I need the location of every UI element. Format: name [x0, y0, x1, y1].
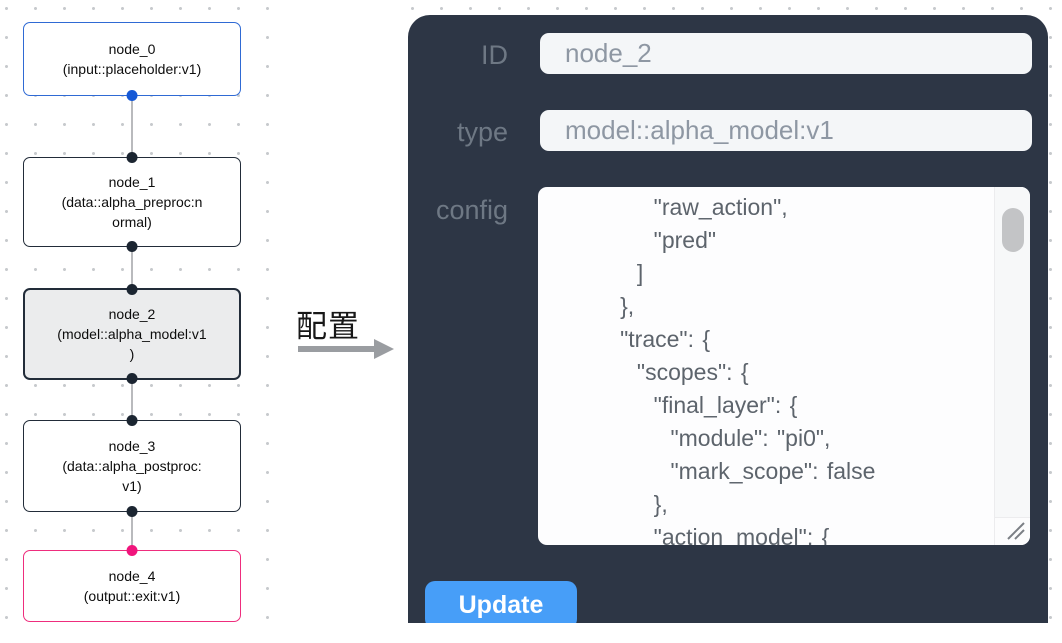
- scrollbar-track[interactable]: [994, 187, 1030, 517]
- annotation-background: [278, 0, 398, 643]
- target-handle[interactable]: [126, 284, 138, 295]
- source-handle[interactable]: [126, 373, 138, 384]
- node-label: node_3 (data::alpha_postproc: v1): [62, 438, 202, 494]
- node-label: node_1 (data::alpha_preproc:n ormal): [61, 174, 203, 230]
- node-label: node_2 (model::alpha_model:v1 ): [57, 306, 207, 362]
- node-label: node_4 (output::exit:v1): [83, 568, 181, 604]
- config-textarea[interactable]: "raw_action", "pred" ] }, "trace": { "sc…: [538, 187, 1030, 545]
- edge-node2-node3: [130, 380, 133, 421]
- update-button[interactable]: Update: [425, 581, 577, 623]
- scrollbar-thumb[interactable]: [1002, 208, 1024, 252]
- flow-node-node_0[interactable]: node_0 (input::placeholder:v1): [23, 22, 241, 101]
- source-handle[interactable]: [126, 90, 138, 101]
- config-panel: ID node_2 type model::alpha_model:v1 con…: [408, 15, 1048, 623]
- arrow-right-icon: [298, 339, 394, 359]
- node-label: node_0 (input::placeholder:v1): [62, 41, 202, 77]
- edge-node1-node2: [130, 247, 133, 289]
- config-json-text: "raw_action", "pred" ] }, "trace": { "sc…: [620, 194, 876, 545]
- target-handle[interactable]: [126, 415, 138, 426]
- flow-node-node_1[interactable]: node_1 (data::alpha_preproc:n ormal): [23, 152, 241, 252]
- type-input[interactable]: model::alpha_model:v1: [540, 110, 1032, 151]
- edge-node0-node1: [130, 96, 133, 158]
- source-handle[interactable]: [126, 506, 138, 517]
- type-label: type: [456, 117, 508, 147]
- annotation-text: 配置: [296, 309, 360, 344]
- id-input[interactable]: node_2: [540, 33, 1032, 74]
- target-handle[interactable]: [126, 152, 138, 163]
- flow-node-node_2[interactable]: node_2 (model::alpha_model:v1 ): [23, 284, 241, 384]
- flow-node-node_4[interactable]: node_4 (output::exit:v1): [23, 545, 241, 622]
- flow-node-node_3[interactable]: node_3 (data::alpha_postproc: v1): [23, 415, 241, 517]
- edge-node3-node4: [130, 512, 133, 551]
- source-handle[interactable]: [126, 241, 138, 252]
- id-label: ID: [481, 40, 508, 70]
- config-label: config: [435, 195, 508, 225]
- resize-handle[interactable]: [994, 517, 1030, 545]
- target-handle[interactable]: [126, 545, 138, 556]
- resize-grip-icon: [1007, 522, 1025, 540]
